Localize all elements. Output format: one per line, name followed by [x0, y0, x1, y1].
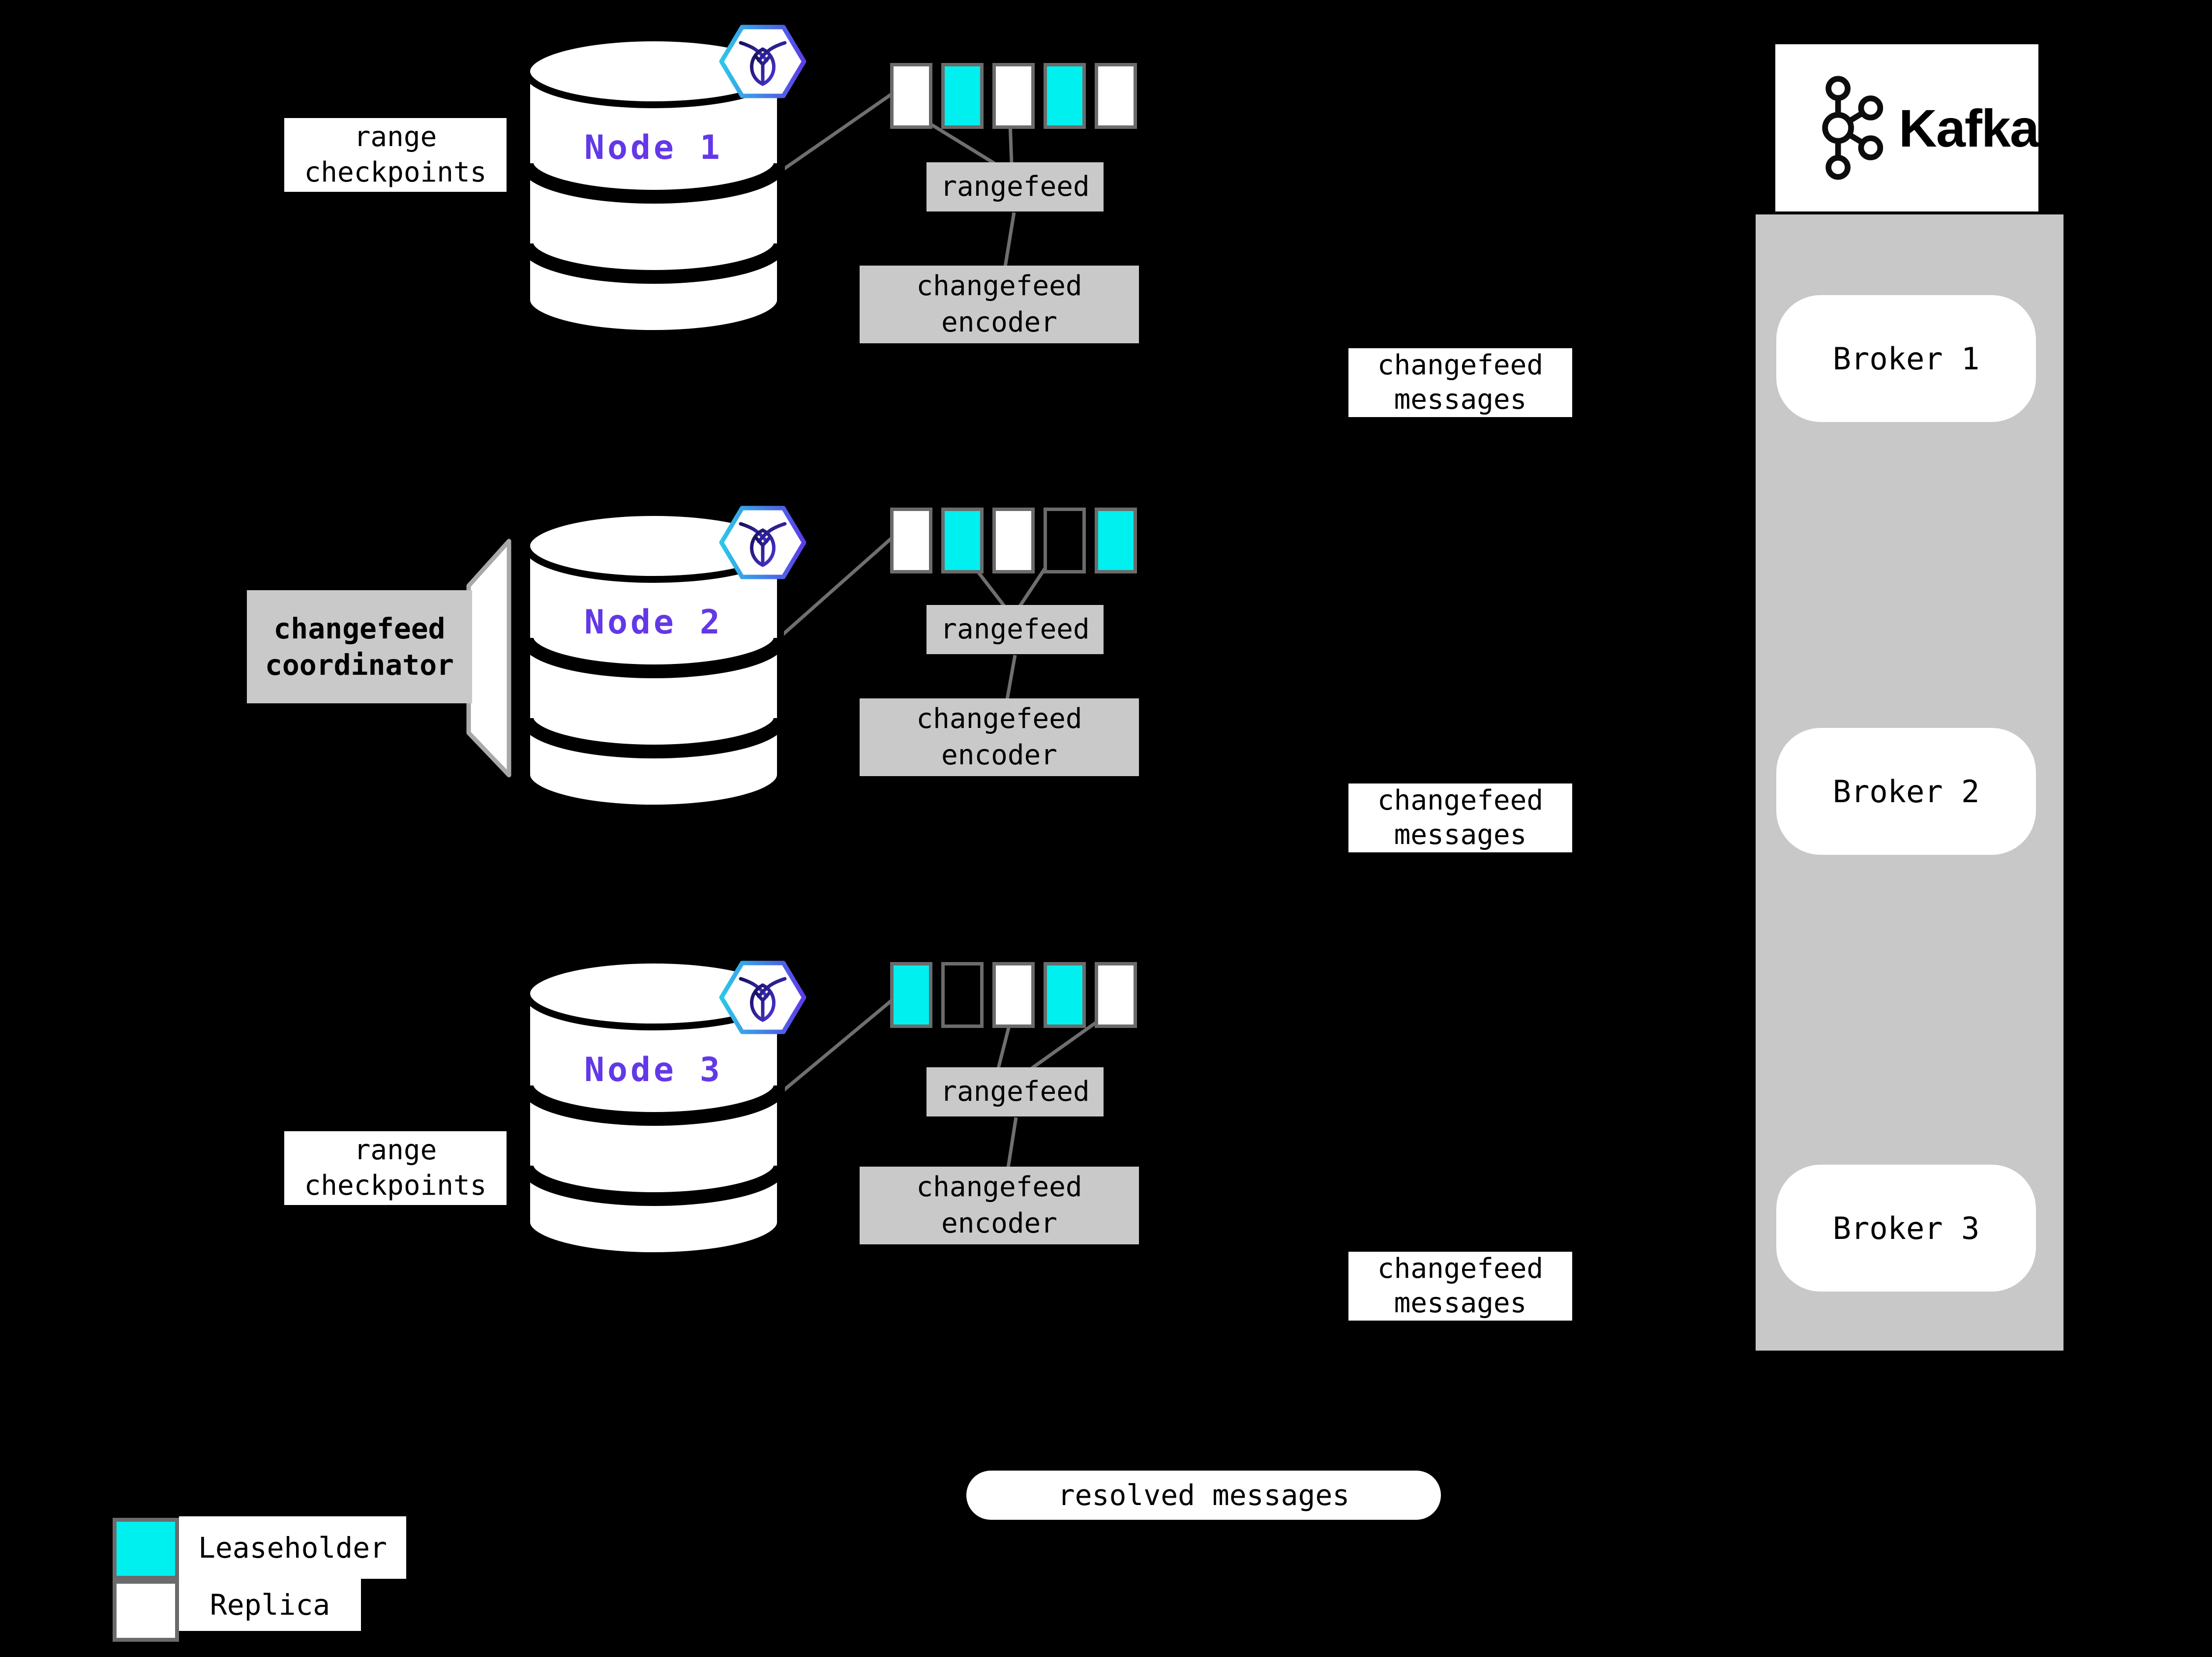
range-square — [890, 508, 932, 573]
changefeed-encoder-box-node2: changefeed encoder — [860, 698, 1139, 776]
legend-replica-swatch — [113, 1580, 179, 1642]
label-line: messages — [1394, 819, 1527, 851]
label-line: messages — [1394, 384, 1527, 416]
grey-connector-lines — [781, 93, 1098, 1168]
legend-text: Replica — [209, 1588, 330, 1622]
resolved-messages-label: resolved messages — [1057, 1478, 1350, 1512]
cockroachdb-logo-icon — [719, 25, 807, 98]
kafka-wordmark: Kafka — [1898, 98, 2039, 158]
legend-leaseholder-swatch — [113, 1518, 179, 1580]
label-line: changefeed — [1377, 1253, 1544, 1285]
range-square — [941, 962, 984, 1028]
broker-label: Broker 2 — [1832, 773, 1980, 810]
broker-label: Broker 1 — [1832, 340, 1980, 377]
range-square — [992, 508, 1035, 573]
label-line: changefeed — [916, 270, 1082, 302]
range-square — [890, 962, 932, 1028]
label-line: messages — [1394, 1287, 1527, 1319]
label-line: changefeed — [1377, 349, 1544, 381]
node2-database-cylinder — [522, 509, 785, 812]
node3-database-cylinder — [522, 957, 785, 1259]
rangefeed-box-node3: rangefeed — [927, 1067, 1104, 1116]
legend-text: Leaseholder — [198, 1531, 388, 1565]
label-line: encoder — [941, 739, 1057, 771]
label-line: checkpoints — [304, 156, 487, 188]
range-square — [1095, 962, 1137, 1028]
label-line: changefeed — [916, 703, 1082, 735]
changefeed-messages-label-node3: changefeed messages — [1348, 1252, 1572, 1321]
range-square — [1044, 508, 1086, 573]
label-line: checkpoints — [304, 1170, 487, 1202]
label-line: changefeed — [1377, 784, 1544, 816]
range-square — [890, 63, 932, 129]
range-square — [992, 962, 1035, 1028]
broker-2: Broker 2 — [1776, 728, 2036, 855]
label-line: encoder — [941, 1207, 1057, 1239]
range-square — [1095, 508, 1137, 573]
range-square — [1095, 63, 1137, 129]
broker-label: Broker 3 — [1832, 1210, 1980, 1246]
cockroachdb-logo-icon — [719, 961, 807, 1034]
label-line: changefeed — [916, 1171, 1082, 1203]
broker-1: Broker 1 — [1776, 295, 2036, 422]
legend-replica-label: Replica — [179, 1579, 361, 1631]
node1-label: Node 1 — [584, 128, 723, 167]
node3-label: Node 3 — [584, 1050, 723, 1089]
label-line: coordinator — [265, 648, 454, 682]
kafka-logo-icon — [1822, 76, 1883, 180]
changefeed-messages-label-node1: changefeed messages — [1348, 348, 1572, 417]
label-line: range — [354, 1134, 437, 1166]
range-square — [941, 508, 984, 573]
broker-3: Broker 3 — [1776, 1165, 2036, 1292]
coordinator-flag-icon — [466, 539, 511, 778]
changefeed-messages-label-node2: changefeed messages — [1348, 783, 1572, 852]
rangefeed-box-node1: rangefeed — [927, 162, 1104, 211]
range-square — [1044, 962, 1086, 1028]
cockroachdb-logo-icon — [719, 506, 807, 579]
changefeed-encoder-box-node3: changefeed encoder — [860, 1167, 1139, 1244]
range-square — [1044, 63, 1086, 129]
changefeed-encoder-box-node1: changefeed encoder — [860, 266, 1139, 343]
label-line: changefeed — [273, 612, 446, 645]
node1-database-cylinder — [522, 34, 785, 337]
kafka-logo-box: Kafka — [1775, 44, 2039, 211]
range-checkpoints-label-node3: range checkpoints — [284, 1131, 507, 1205]
resolved-messages-pill: resolved messages — [966, 1471, 1441, 1520]
range-square — [941, 63, 984, 129]
node2-label: Node 2 — [584, 603, 723, 642]
range-checkpoints-label-node1: range checkpoints — [284, 118, 507, 192]
rangefeed-label: rangefeed — [940, 171, 1090, 203]
label-line: encoder — [941, 306, 1057, 338]
rangefeed-label: rangefeed — [940, 613, 1090, 645]
range-square — [992, 63, 1035, 129]
rangefeed-label: rangefeed — [940, 1076, 1090, 1108]
legend-leaseholder-label: Leaseholder — [179, 1516, 406, 1579]
label-line: range — [354, 121, 437, 153]
rangefeed-box-node2: rangefeed — [927, 605, 1104, 654]
changefeed-coordinator-label: changefeed coordinator — [247, 590, 472, 703]
